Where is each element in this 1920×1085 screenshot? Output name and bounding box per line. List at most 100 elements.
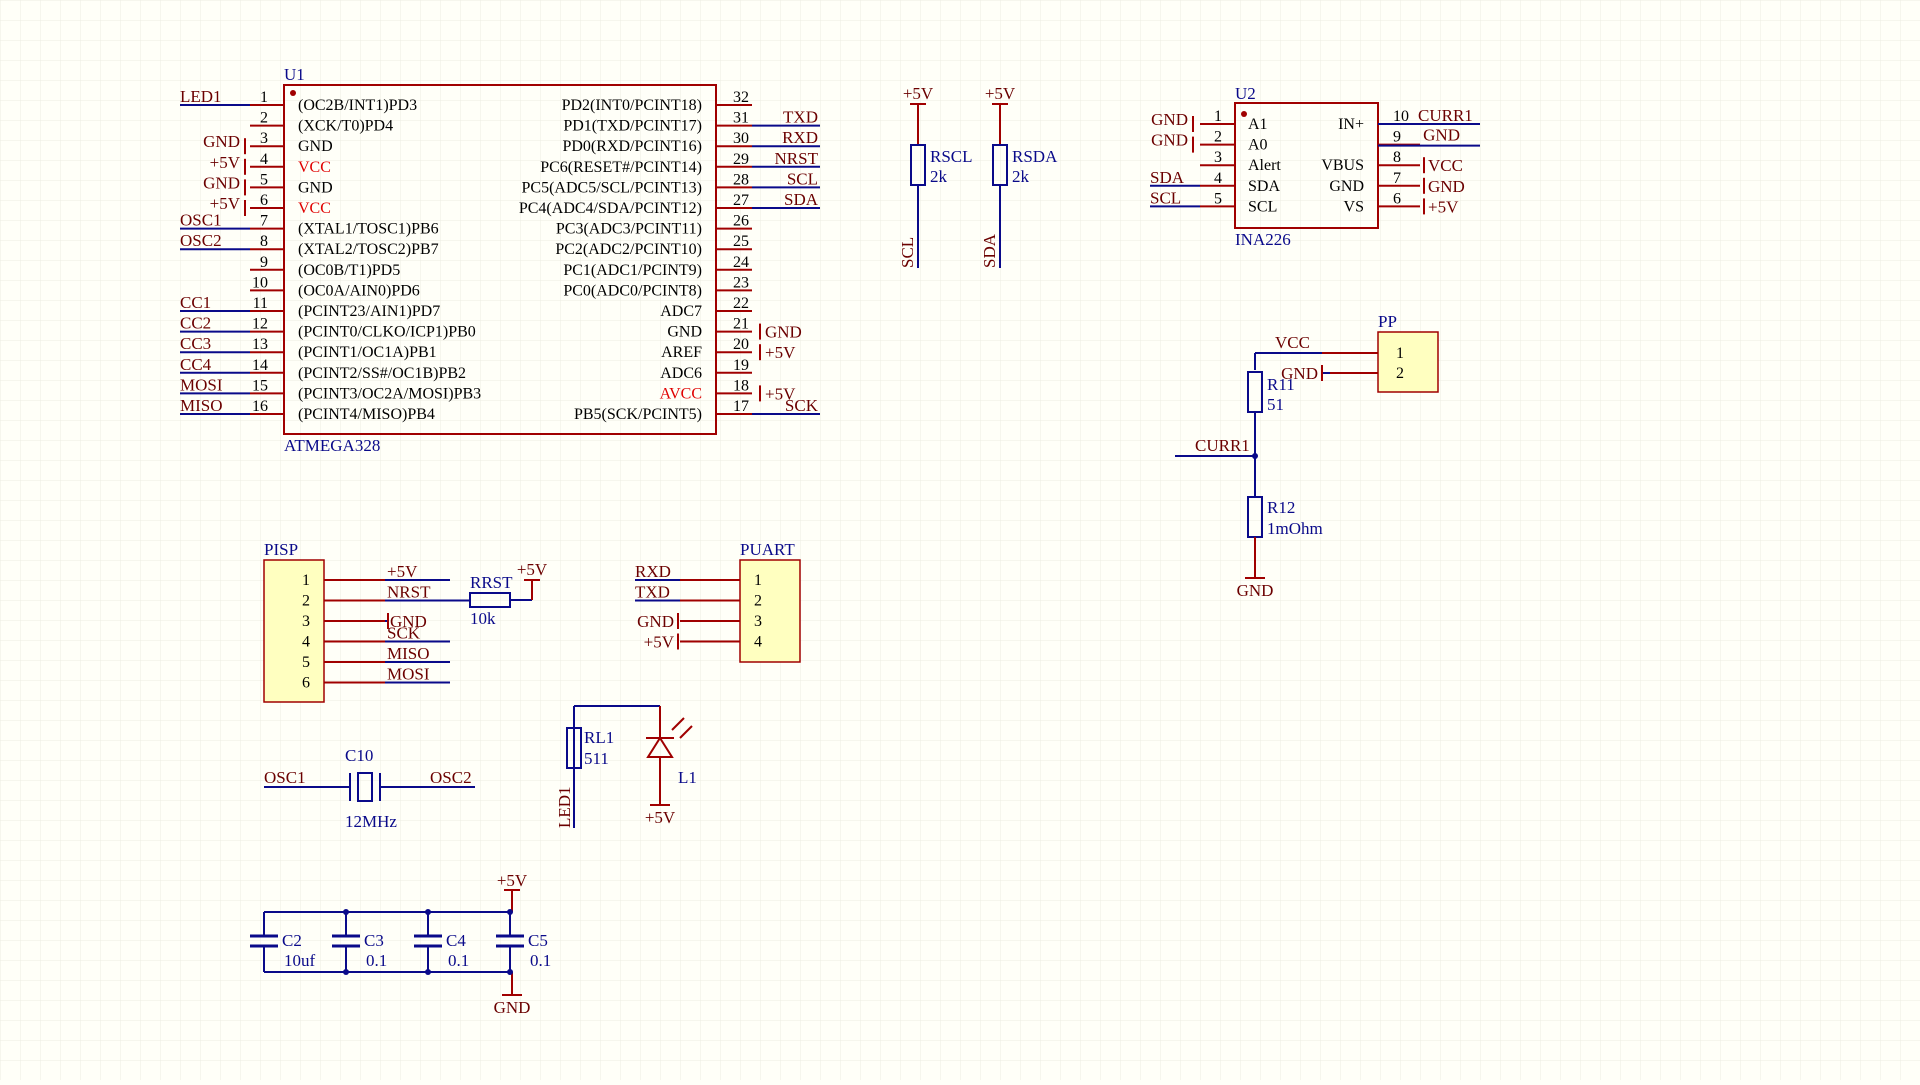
pp-net-gnd: GND [1281,364,1318,383]
u2-pin-number-3: 3 [1214,149,1222,166]
pisp-body[interactable] [263,559,325,703]
pullup-designator-1: RSDA [1012,147,1058,166]
u1-pin-name-31: PD1(TXD/PCINT17) [563,118,702,135]
u1-pin-number-1: 1 [260,89,268,106]
u2-pin-name-5: SCL [1248,198,1277,215]
u1-atmega328[interactable]: U1 ATMEGA328 1(OC2B/INT1)PD3LED12(XCK/T0… [180,65,820,455]
u1-net-16: MISO [180,396,223,415]
pisp-pin-number-3: 3 [302,613,310,630]
pp-pin-number-2: 2 [1396,365,1404,382]
puart-designator: PUART [740,540,795,559]
led-power: +5V [645,808,676,827]
u1-pin-name-32: PD2(INT0/PCINT18) [562,97,702,114]
u1-pin-name-5: GND [298,179,333,196]
u1-pin-number-26: 26 [733,213,749,230]
u2-net-8: VCC [1428,156,1463,175]
u1-body[interactable] [283,84,717,435]
u1-pin-number-25: 25 [733,233,749,250]
u1-pin-name-4: VCC [298,159,331,176]
u1-pin-name-13: (PCINT1/OC1A)PB1 [298,344,437,361]
u1-net-30: RXD [782,128,818,147]
u1-pin-name-30: PD0(RXD/PCINT16) [562,138,702,155]
u2-net-4: SDA [1150,168,1185,187]
pullup-net-1: SDA [980,233,999,268]
u1-pin-name-16: (PCINT4/MISO)PB4 [298,406,435,423]
sense-net-curr1: CURR1 [1195,436,1250,455]
pp-pin-number-1: 1 [1396,345,1404,362]
puart-net-4: +5V [644,633,675,652]
u1-pin-name-2: (XCK/T0)PD4 [298,118,393,135]
u1-pin-number-22: 22 [733,295,749,312]
u1-pin-name-18: AVCC [660,385,702,402]
xtal-body[interactable] [357,772,373,802]
u1-pin-name-26: PC3(ADC3/PCINT11) [556,221,702,238]
u1-pin-number-7: 7 [260,213,268,230]
puart-body[interactable] [739,559,801,663]
pp-designator: PP [1378,312,1397,331]
u2-pin-number-7: 7 [1393,170,1401,187]
u1-pin-name-8: (XTAL2/TOSC2)PB7 [298,241,439,258]
u1-pin-number-8: 8 [260,233,268,250]
u1-pin-name-14: (PCINT2/SS#/OC1B)PB2 [298,365,466,382]
u1-pin-name-25: PC2(ADC2/PCINT10) [555,241,702,258]
xtal-designator: C10 [345,746,373,765]
l1-designator: L1 [678,768,697,787]
l1-light-arrow-2[interactable] [679,725,693,739]
puart-net-3: GND [637,612,674,631]
u1-net-4: +5V [210,153,241,172]
u2-pin-name-4: SDA [1248,178,1280,195]
r11-value: 51 [1267,395,1284,414]
u2-pin-number-4: 4 [1214,170,1222,187]
pp-body[interactable] [1377,331,1439,393]
pisp-net-5: MISO [387,644,430,663]
r11-designator: R11 [1267,375,1295,394]
u1-pin-name-24: PC1(ADC1/PCINT9) [563,262,702,279]
cap-value-3: 0.1 [530,951,551,970]
decap-power: +5V [497,871,528,890]
u2-pin-name-7: GND [1329,178,1364,195]
u2-part-name: INA226 [1235,230,1291,249]
u1-pin-name-22: ADC7 [660,303,702,320]
u1-pin-number-32: 32 [733,89,749,106]
u1-pin-number-12: 12 [252,316,268,333]
pisp-pin-number-4: 4 [302,634,310,651]
led-net: LED1 [555,786,574,828]
u1-net-31: TXD [783,108,818,127]
l1-light-arrow-1[interactable] [671,717,685,731]
u2-net-6: +5V [1428,197,1459,216]
pisp-pin-number-5: 5 [302,654,310,671]
puart-pin-number-2: 2 [754,593,762,610]
sense-net-gnd: GND [1237,581,1274,600]
u1-net-7: OSC1 [180,211,222,230]
cap-designator-3: C5 [528,931,548,950]
pisp-net-2: NRST [387,583,431,602]
pisp-designator: PISP [264,540,298,559]
u1-pin-name-20: AREF [661,344,702,361]
u1-net-13: CC3 [180,334,211,353]
u2-designator: U2 [1235,84,1256,103]
u1-pin1-marker [290,90,296,96]
u2-pin-number-6: 6 [1393,190,1401,207]
puart-pin-number-3: 3 [754,613,762,630]
u1-pin-name-28: PC5(ADC5/SCL/PCINT13) [522,179,702,196]
u1-pin-name-11: (PCINT23/AIN1)PD7 [298,303,440,320]
u1-pin-number-27: 27 [733,192,749,209]
u2-net-2: GND [1151,131,1188,150]
u1-net-17: SCK [785,396,819,415]
u1-net-21: GND [765,323,802,342]
u1-net-11: CC1 [180,293,211,312]
u2-net-1: GND [1151,110,1188,129]
u1-pin-name-7: (XTAL1/TOSC1)PB6 [298,221,439,238]
u2-net-9: GND [1423,126,1460,145]
